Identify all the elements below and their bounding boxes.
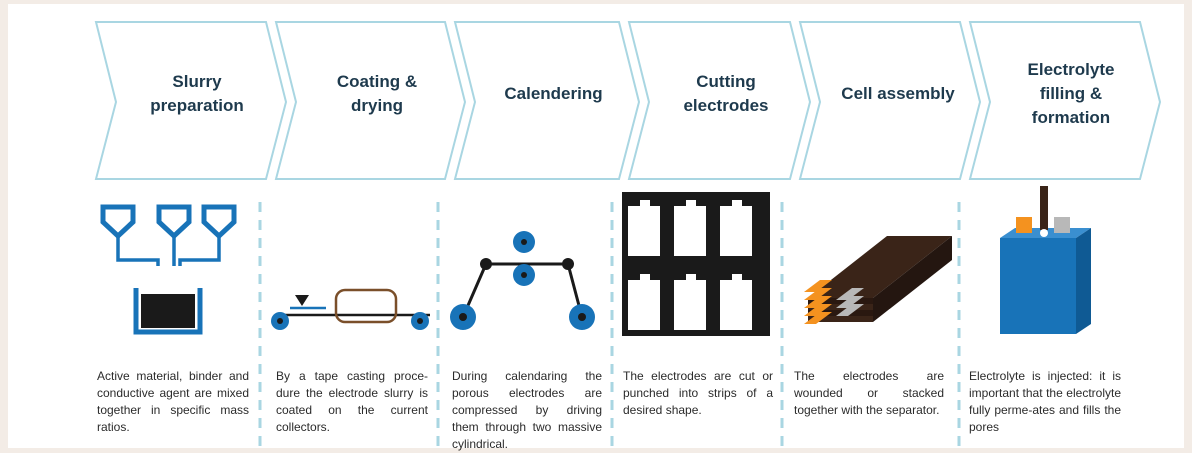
- chevron-cutting-electrodes: [627, 21, 812, 180]
- process-panel: Slurry preparation Coating & drying Cale…: [8, 4, 1184, 451]
- slurry-mixing-icon: [100, 204, 237, 335]
- tape-casting-icon: [271, 288, 430, 330]
- step-title-slurry-preparation: Slurry preparation: [150, 72, 244, 115]
- step-title-cell-assembly: Cell assembly: [841, 84, 955, 103]
- calender-rollers-icon: [450, 231, 595, 330]
- step-description-slurry-preparation: Active material, binder and conductive a…: [97, 369, 249, 434]
- step-description-electrolyte-filling: Electrolyte is injected: it is important…: [969, 369, 1121, 434]
- chevron-calendering: [453, 21, 641, 180]
- chevron-cell-assembly: [798, 21, 982, 180]
- electrode-stack-icon: [804, 236, 952, 324]
- chevron-coating-drying: [274, 21, 467, 180]
- process-icons: [100, 186, 1091, 336]
- step-title-calendering: Calendering: [504, 84, 603, 103]
- step-description-cutting-electrodes: The electrodes are cut or punched into s…: [623, 369, 773, 417]
- step-description-cell-assembly: The electrodes are wounded or stacked to…: [794, 369, 944, 417]
- step-title-cutting-electrodes: Cutting electrodes: [683, 72, 769, 115]
- step-description-coating-drying: By a tape casting proce-dure the electro…: [276, 369, 428, 434]
- chevron-slurry-preparation: [94, 21, 288, 180]
- process-chevrons: [94, 21, 1162, 448]
- step-description-calendering: During calendaring the porous electrodes…: [452, 369, 602, 451]
- chevron-electrolyte-filling: [968, 21, 1162, 180]
- step-title-electrolyte-filling: Electrolyte filling & formation: [1027, 60, 1115, 127]
- electrolyte-cell-icon: [1000, 186, 1091, 334]
- electrode-sheets-icon: [622, 192, 770, 336]
- step-title-coating-drying: Coating & drying: [336, 72, 418, 115]
